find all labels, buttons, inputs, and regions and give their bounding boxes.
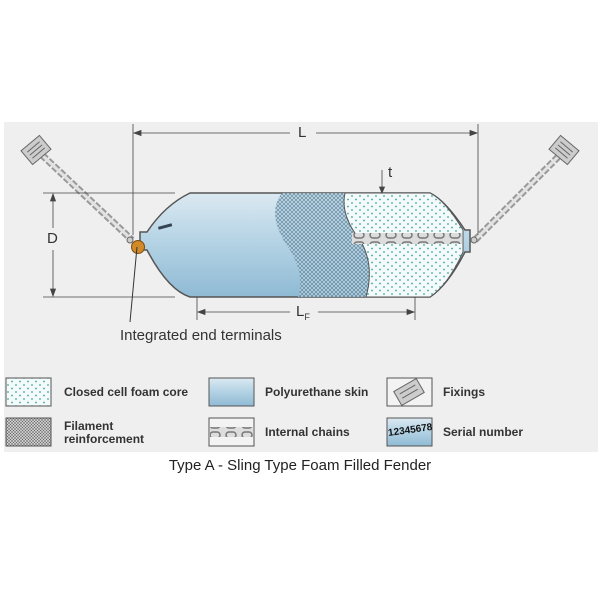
- foam-length-symbol: L: [296, 303, 305, 320]
- internal-chain: [352, 233, 462, 244]
- filament-reinforcement: [275, 193, 370, 297]
- diameter-label: D: [47, 230, 58, 247]
- foam-length-subscript: F: [304, 312, 310, 322]
- fixing-icon: [548, 134, 580, 166]
- foam-length-label: LF: [296, 303, 310, 322]
- legend-label-serial: Serial number: [443, 425, 524, 439]
- right-chain: [472, 134, 580, 243]
- length-label: L: [298, 124, 307, 141]
- legend-label-skin: Polyurethane skin: [265, 385, 369, 399]
- diagram-title: Type A - Sling Type Foam Filled Fender: [168, 457, 432, 474]
- fixing-icon: [20, 134, 52, 166]
- dimension-lines: [43, 124, 479, 320]
- end-terminal: [131, 240, 145, 254]
- callout-leader: [129, 246, 138, 323]
- end-terminals-callout: Integrated end terminals: [120, 327, 282, 344]
- left-chain: [20, 134, 135, 243]
- foam-core: [343, 192, 464, 298]
- thickness-label: t: [388, 164, 393, 181]
- serial-mark: [157, 223, 173, 230]
- legend-label-chains: Internal chains: [265, 425, 350, 439]
- legend-label-filament: Filament reinforcement: [64, 419, 145, 446]
- legend-label-foam: Closed cell foam core: [64, 385, 189, 399]
- legend-label-fixings: Fixings: [443, 385, 486, 399]
